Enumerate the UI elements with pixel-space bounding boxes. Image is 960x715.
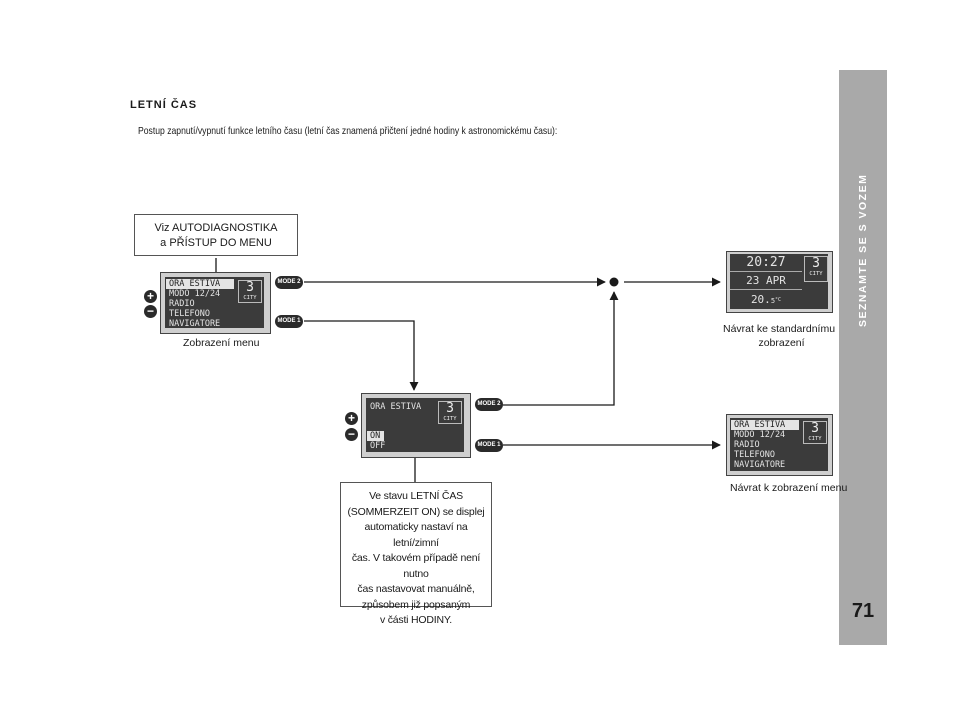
note-bottom-box: Ve stavu LETNÍ ČAS (SOMMERZEIT ON) se di… xyxy=(340,482,492,626)
submenu-option: OFF xyxy=(370,441,386,451)
standard-display: 20:27 23 APR 20.5°C 3 CITY xyxy=(726,251,833,313)
menu-item: NAVIGATORE xyxy=(169,319,221,329)
note-bottom-line: čas. V takovém případě není nutno xyxy=(351,552,481,580)
submenu-mode2-to-junction-arrow xyxy=(503,291,619,406)
note-bottom-line: automaticky nastaví na letní/zimní xyxy=(364,521,468,549)
menu-item: RADIO xyxy=(734,440,760,450)
mode1-button[interactable]: MODE 1 xyxy=(275,315,303,328)
note-bottom-line: způsobem již popsaným xyxy=(361,598,471,611)
page-number: 71 xyxy=(851,600,875,622)
menu-item: TELEFONO xyxy=(734,450,775,460)
note-top-line: Viz AUTODIAGNOSTIKA xyxy=(154,222,278,234)
menu-item: RADIO xyxy=(169,299,195,309)
note-top-line: a PŘÍSTUP DO MENU xyxy=(160,237,272,249)
junction-dot xyxy=(609,277,619,287)
section-title: LETNÍ ČAS xyxy=(130,99,198,111)
mode2-button[interactable]: MODE 2 xyxy=(475,398,503,411)
city-indicator: 3 CITY xyxy=(803,421,827,444)
note-bottom-line: čas nastavovat manuálně, xyxy=(357,583,475,595)
note-top-box: Viz AUTODIAGNOSTIKA a PŘÍSTUP DO MENU xyxy=(134,214,298,256)
minus-button-icon[interactable]: − xyxy=(345,428,358,441)
submenu-option-selected: ON xyxy=(367,431,384,441)
menu-item: TELEFONO xyxy=(169,309,210,319)
mode2-button[interactable]: MODE 2 xyxy=(275,276,303,289)
city-indicator: 3 CITY xyxy=(804,256,828,282)
standard-display-caption: Návrat ke standardnímu zobrazení xyxy=(723,323,836,349)
mode1-button[interactable]: MODE 1 xyxy=(475,439,503,452)
menu-item: NAVIGATORE xyxy=(734,460,786,470)
submenu-display: ORA ESTIVA ON OFF 3 CITY xyxy=(361,393,471,458)
intro-text: Postup zapnutí/vypnutí funkce letního ča… xyxy=(138,125,558,137)
menu-display: ORA ESTIVA MODO 12/24 RADIO TELEFONO NAV… xyxy=(160,272,271,334)
submenu-title: ORA ESTIVA xyxy=(370,402,422,412)
note-bottom-line: (SOMMERZEIT ON) se displej xyxy=(347,505,485,518)
date-readout: 23 APR xyxy=(730,273,802,290)
plus-button-icon[interactable]: + xyxy=(345,412,358,425)
chapter-sidebar: SEZNAMTE SE S VOZEM 71 xyxy=(839,70,887,645)
menu-item-selected: ORA ESTIVA xyxy=(731,420,799,430)
note-bottom-line: v části HODINY. xyxy=(379,614,453,626)
clock-time: 20:27 xyxy=(730,255,802,272)
city-indicator: 3 CITY xyxy=(238,280,262,303)
menu-item: MODO 12/24 xyxy=(169,289,221,299)
menu-display-caption: Zobrazení menu xyxy=(183,337,260,349)
note-bottom-line: Ve stavu LETNÍ ČAS xyxy=(369,490,463,502)
temperature-readout: 20.5°C xyxy=(750,293,782,306)
return-menu-caption: Návrat k zobrazení menu xyxy=(730,482,848,494)
menu-item: MODO 12/24 xyxy=(734,430,786,440)
city-indicator: 3 CITY xyxy=(438,401,462,424)
return-menu-display: ORA ESTIVA MODO 12/24 RADIO TELEFONO NAV… xyxy=(726,414,833,476)
minus-button-icon[interactable]: − xyxy=(144,305,157,318)
mode1-to-submenu-arrow xyxy=(304,320,419,391)
plus-button-icon[interactable]: + xyxy=(144,290,157,303)
menu-item-selected: ORA ESTIVA xyxy=(166,279,234,289)
